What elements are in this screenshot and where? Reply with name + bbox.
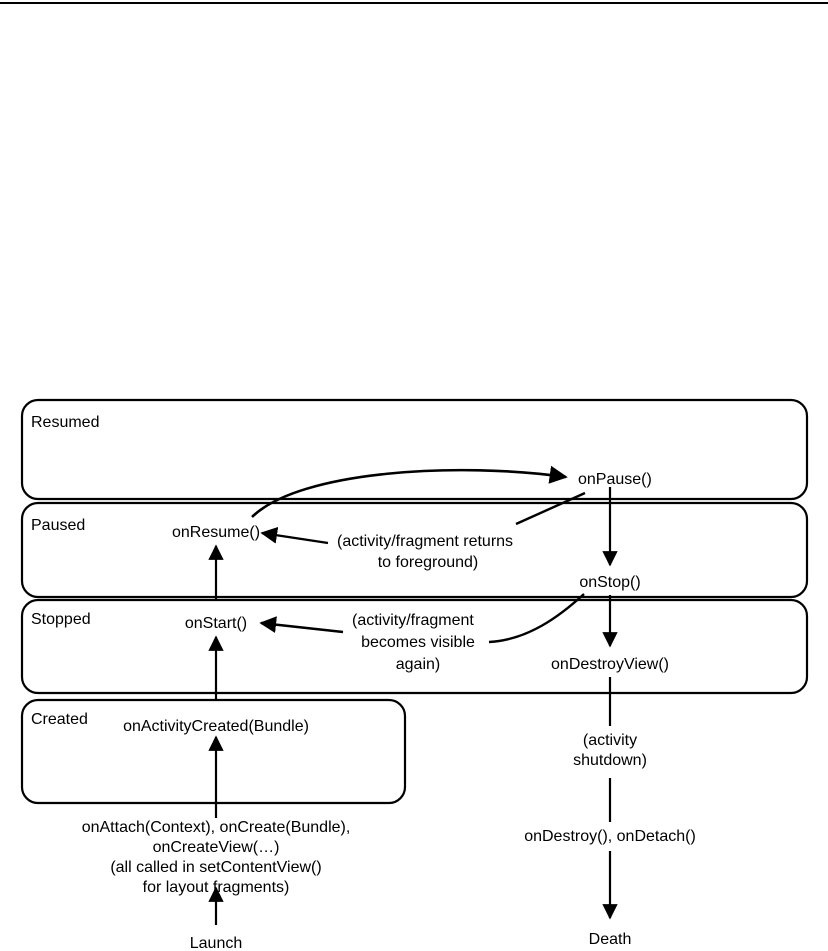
callback-on-destroy-view: onDestroyView() xyxy=(551,656,669,673)
note-create-callbacks-line-2: onCreateView(…) xyxy=(153,839,280,856)
state-label-paused: Paused xyxy=(31,517,85,534)
leader-becomes-visible-again xyxy=(259,616,344,634)
state-box-created xyxy=(20,698,407,805)
note-activity-shutdown-line-2: shutdown) xyxy=(573,752,647,769)
note-create-callbacks-line-3: (all called in setContentView() xyxy=(110,859,321,876)
leader-returns-to-foreground xyxy=(260,526,329,545)
note-create-callbacks-line-1: onAttach(Context), onCreate(Bundle), xyxy=(82,819,351,836)
note-returns-to-foreground-line-1: (activity/fragment returns xyxy=(337,533,513,550)
note-activity-shutdown-line-1: (activity xyxy=(583,732,637,749)
state-box-resumed xyxy=(20,398,809,501)
terminal-launch: Launch xyxy=(190,935,243,951)
callback-on-stop: onStop() xyxy=(579,574,640,591)
note-create-callbacks-line-4: for layout fragments) xyxy=(143,879,290,896)
callback-on-start: onStart() xyxy=(185,615,247,632)
callback-on-destroy-detach: onDestroy(), onDetach() xyxy=(524,828,696,845)
note-returns-to-foreground-line-2: to foreground) xyxy=(378,554,479,571)
leader-visible-to-stopped-edge xyxy=(488,593,585,644)
state-box-paused xyxy=(20,501,809,599)
state-label-resumed: Resumed xyxy=(31,414,99,431)
note-becomes-visible-line-3: again) xyxy=(396,656,440,673)
note-becomes-visible-line-1: (activity/fragment xyxy=(352,612,474,629)
callback-on-pause: onPause() xyxy=(578,471,652,488)
state-label-created: Created xyxy=(31,711,88,728)
callback-on-resume: onResume() xyxy=(172,524,260,541)
leader-foreground-to-paused-edge xyxy=(515,491,586,526)
state-label-stopped: Stopped xyxy=(31,611,91,628)
terminal-death: Death xyxy=(589,931,632,948)
flow-paused-to-onpause-curve xyxy=(251,465,568,518)
callback-on-activity-created: onActivityCreated(Bundle) xyxy=(123,718,309,735)
note-becomes-visible-line-2: becomes visible xyxy=(361,634,475,651)
page-header-rule xyxy=(0,2,828,4)
